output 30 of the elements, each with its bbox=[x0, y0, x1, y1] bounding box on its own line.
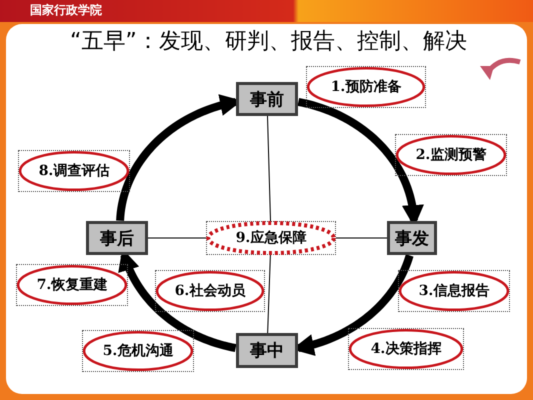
step-ellipse bbox=[395, 134, 507, 176]
node-label: 4.决策指挥 bbox=[370, 340, 442, 358]
step-ellipse bbox=[82, 330, 194, 372]
institution-name: 国家行政学院 bbox=[30, 2, 102, 19]
step-ellipse bbox=[348, 328, 464, 370]
step-ellipse bbox=[306, 66, 426, 108]
node-label: 1.预防准备 bbox=[330, 78, 402, 96]
node-label: 5.危机沟通 bbox=[102, 342, 174, 360]
phase-box bbox=[236, 333, 298, 368]
node-label: 6.社会动员 bbox=[174, 282, 246, 300]
node-label: 8.调查评估 bbox=[38, 162, 110, 180]
connector-line bbox=[267, 254, 271, 334]
phase-box bbox=[86, 221, 148, 255]
node-label: 2.监测预警 bbox=[416, 146, 486, 164]
node-label: 9.应急保障 bbox=[236, 229, 306, 247]
step-ellipse bbox=[398, 270, 510, 312]
node-label: 事中 bbox=[250, 340, 284, 362]
node-label: 事后 bbox=[100, 228, 134, 250]
step-ellipse bbox=[155, 270, 265, 312]
node-label: 7.恢复重建 bbox=[36, 276, 108, 294]
step-ellipse bbox=[18, 150, 130, 192]
node-label: 事发 bbox=[395, 228, 429, 250]
center-ellipse bbox=[206, 221, 336, 255]
phase-box bbox=[236, 82, 298, 116]
phase-box bbox=[387, 221, 437, 255]
step-ellipse bbox=[16, 264, 128, 306]
node-label: 事前 bbox=[250, 88, 284, 110]
node-label: 3.信息报告 bbox=[418, 282, 490, 300]
title: “五早”：发现、研判、报告、控制、解决 bbox=[70, 28, 467, 56]
connector-line bbox=[267, 116, 271, 222]
